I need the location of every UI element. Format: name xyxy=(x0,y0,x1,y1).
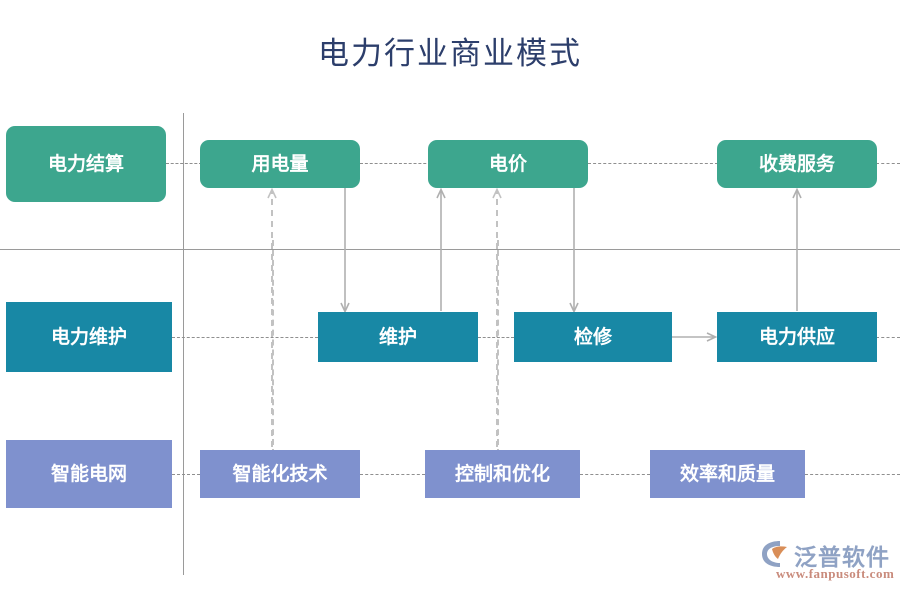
connector-row1-b xyxy=(360,163,436,164)
connector-row2-b xyxy=(478,337,514,338)
node-stage-price[interactable]: 电价 xyxy=(428,140,588,188)
connector-row3-a xyxy=(172,474,200,475)
guide-vertical-left xyxy=(183,113,184,575)
guide-dashed-col-2 xyxy=(497,240,499,455)
node-stage-overhaul[interactable]: 检修 xyxy=(514,312,672,362)
node-category-maintenance[interactable]: 电力维护 xyxy=(6,302,172,372)
node-stage-smart-tech[interactable]: 智能化技术 xyxy=(200,450,360,498)
connector-row1-c xyxy=(588,163,718,164)
node-stage-efficiency-quality[interactable]: 效率和质量 xyxy=(650,450,805,498)
node-stage-maintain[interactable]: 维护 xyxy=(318,312,478,362)
logo-url: www.fanpusoft.com xyxy=(776,566,895,581)
connector-row1-d xyxy=(876,163,900,164)
node-category-settlement[interactable]: 电力结算 xyxy=(6,126,166,202)
fanpu-logo-icon xyxy=(762,541,787,567)
node-category-smart-grid[interactable]: 智能电网 xyxy=(6,440,172,508)
guide-horizontal-mid xyxy=(0,249,900,250)
page-title: 电力行业商业模式 xyxy=(318,36,582,71)
connector-row1-a xyxy=(166,163,202,164)
connector-row3-d xyxy=(805,474,900,475)
watermark-logo: 泛普软件 www.fanpusoft.com xyxy=(760,538,895,588)
node-stage-control-optimize[interactable]: 控制和优化 xyxy=(425,450,580,498)
node-stage-billing-service[interactable]: 收费服务 xyxy=(717,140,877,188)
guide-dashed-col-1 xyxy=(272,240,274,455)
logo-name: 泛普软件 xyxy=(794,545,890,570)
connector-row3-b xyxy=(360,474,425,475)
connector-row2-c xyxy=(876,337,900,338)
connector-row3-c xyxy=(580,474,650,475)
node-stage-consumption[interactable]: 用电量 xyxy=(200,140,360,188)
node-stage-power-supply[interactable]: 电力供应 xyxy=(717,312,877,362)
connector-row2-a xyxy=(172,337,318,338)
